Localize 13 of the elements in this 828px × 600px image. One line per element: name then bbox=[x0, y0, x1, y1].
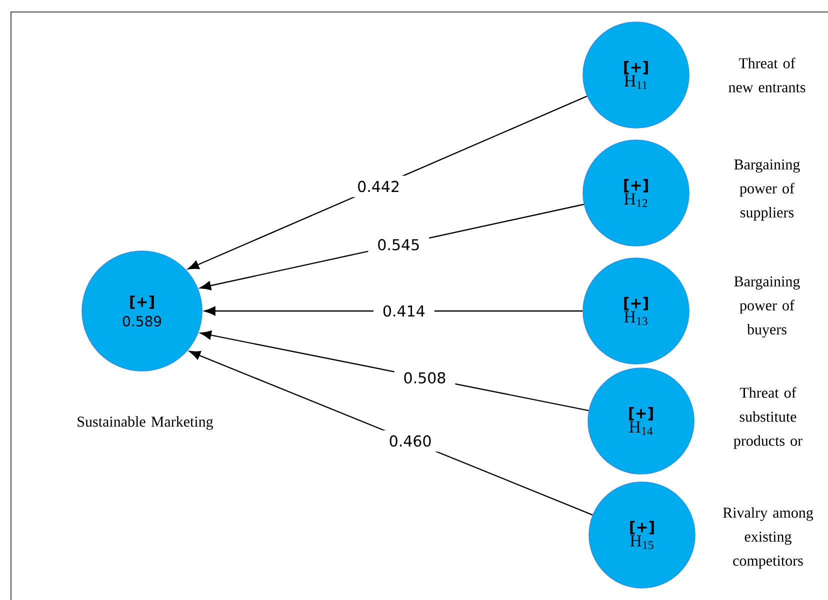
edge-label: 0.508 bbox=[394, 367, 456, 388]
construct-label: Threat of substitute products or bbox=[734, 387, 802, 449]
edge-label: 0.460 bbox=[380, 430, 441, 452]
construct-label: Bargaining power of buyers bbox=[734, 276, 800, 338]
construct-label: Bargaining power of suppliers bbox=[734, 159, 800, 221]
edge-label: 0.414 bbox=[373, 300, 434, 322]
construct-label: Threat of new entrants bbox=[728, 58, 806, 92]
construct-label: Sustainable Marketing bbox=[78, 416, 214, 430]
construct-label: Rivalry among existing competitors bbox=[723, 507, 814, 569]
arrow bbox=[189, 350, 593, 516]
arrow bbox=[188, 96, 588, 270]
edge-label: 0.442 bbox=[348, 176, 410, 198]
edge-label: 0.545 bbox=[368, 234, 430, 256]
